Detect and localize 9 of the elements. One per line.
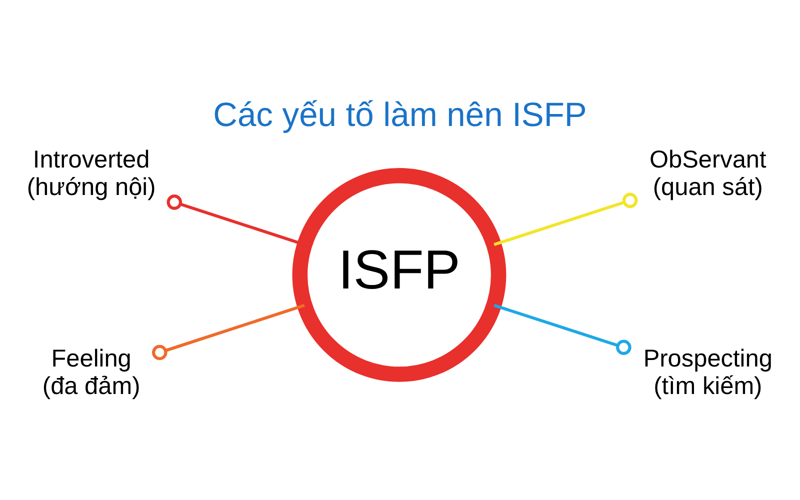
connector: [152, 303, 305, 360]
connector: [494, 303, 632, 355]
node-text: Prospecting (tìm kiếm): [643, 344, 772, 400]
diagram-title: Các yếu tố làm nên ISFP: [213, 96, 587, 134]
node-text: ObServant (quan sát): [649, 146, 766, 201]
node-text: Feeling (đa đảm): [42, 344, 140, 400]
node-text: Introverted (hướng nội): [26, 146, 156, 201]
node-circle: ISFP: [292, 167, 506, 382]
connector: [494, 192, 638, 246]
